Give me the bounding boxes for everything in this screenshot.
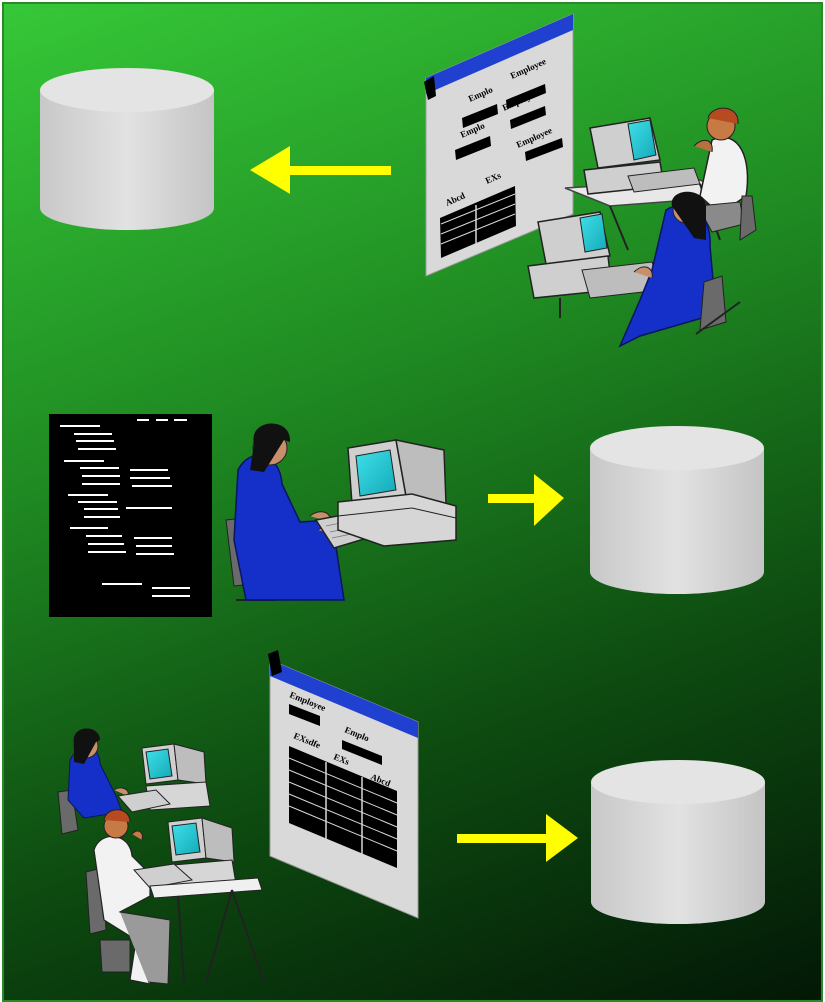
database-icon-middle [590,426,764,594]
database-icon-top [40,68,214,230]
workstation-pair-bottom [57,728,265,985]
form-window-bottom: Employee Emplo EXsdfe EXs Abcd [268,650,419,919]
arrow-right-icon-bottom [457,814,578,862]
arrow-left-icon [250,146,391,194]
arrow-right-icon-middle [488,474,564,526]
form-window-top: Emplo Employee Emplo Employee Employee A… [424,13,574,277]
database-icon-bottom [591,760,765,924]
source-document-icon [49,414,212,617]
data-entry-operator-middle [225,423,457,601]
workstation-pair-top [527,107,757,348]
